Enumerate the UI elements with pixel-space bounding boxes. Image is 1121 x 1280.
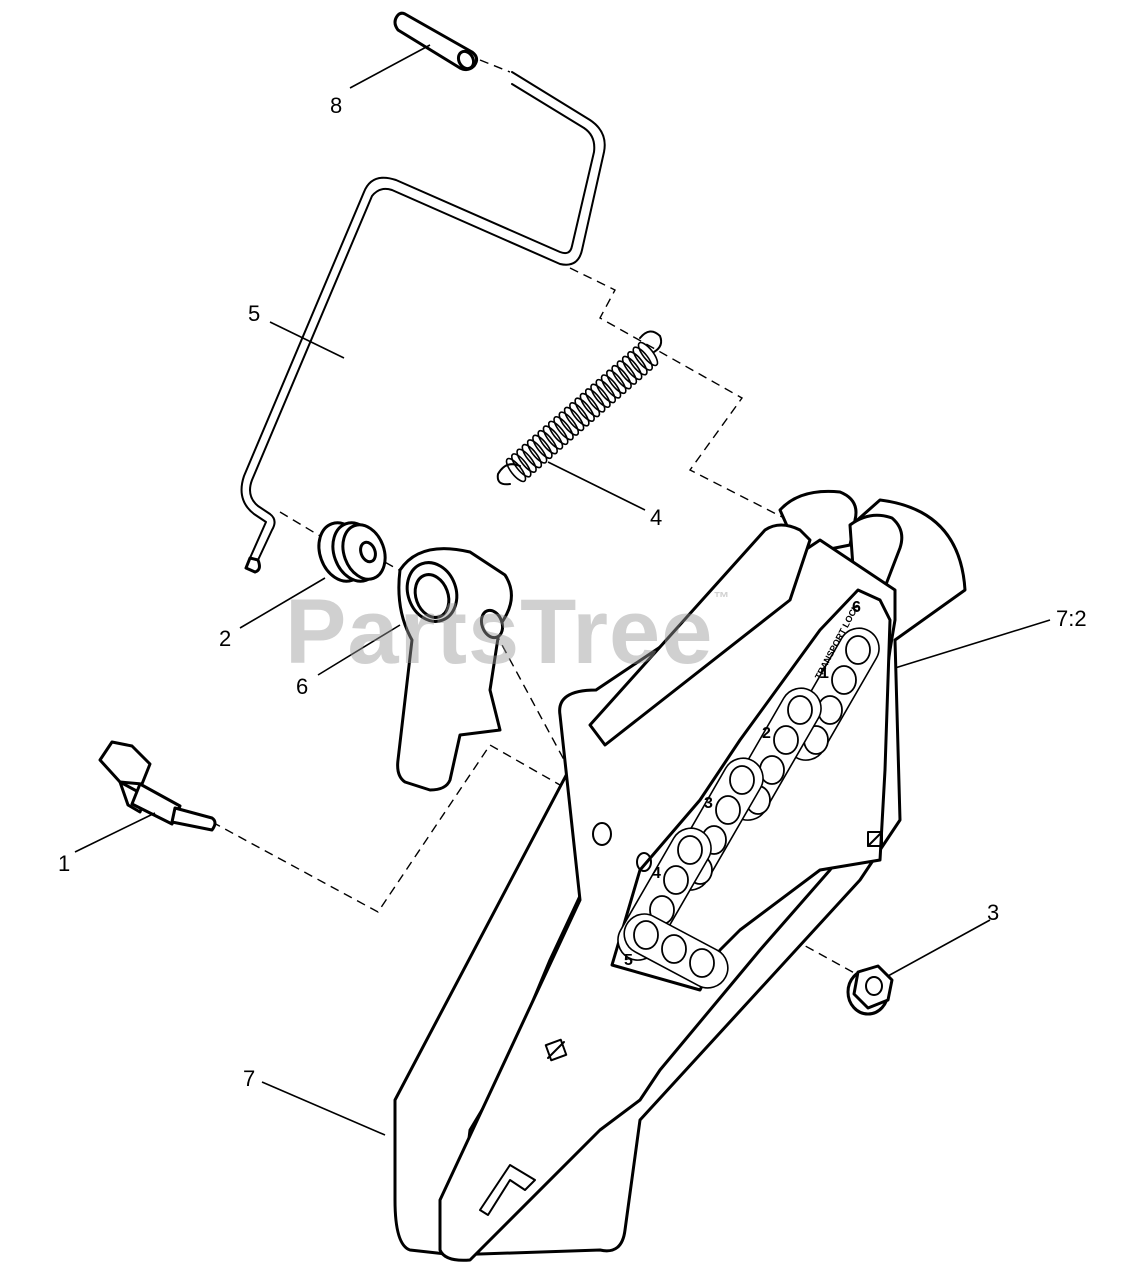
callout-3: 3 bbox=[987, 900, 1000, 925]
spring-coil bbox=[584, 388, 606, 413]
hole-group-number: 2 bbox=[762, 725, 771, 742]
callout-8: 8 bbox=[330, 93, 343, 118]
grip-sleeve-part-8 bbox=[393, 11, 479, 72]
spring-coil bbox=[553, 415, 574, 441]
hole-group-number: 5 bbox=[624, 952, 633, 969]
spring-coil bbox=[606, 369, 627, 395]
spring-coil bbox=[516, 448, 537, 473]
spring-coil bbox=[616, 360, 638, 385]
spring-coil bbox=[547, 420, 569, 446]
hole-group-number: 6 bbox=[852, 599, 861, 616]
adjustment-hole bbox=[773, 725, 799, 755]
spring-coil bbox=[611, 364, 632, 390]
leader-lines bbox=[74, 44, 1051, 1136]
spring-coil bbox=[526, 439, 548, 464]
adjustment-hole bbox=[715, 795, 741, 825]
pivot-lever-part-6 bbox=[396, 547, 513, 792]
spring-part-4 bbox=[496, 330, 663, 486]
hole-group-number: 4 bbox=[652, 865, 661, 882]
spring-coil bbox=[600, 374, 622, 399]
adjustment-hole bbox=[845, 635, 871, 665]
spring-coil bbox=[579, 392, 601, 418]
callout-6: 6 bbox=[296, 674, 309, 699]
adjustment-hole bbox=[831, 665, 857, 695]
handle-rod-part-5 bbox=[240, 71, 606, 574]
flange-nut-part-3 bbox=[846, 964, 894, 1016]
adjustment-hole bbox=[729, 765, 755, 795]
callout-7: 7 bbox=[243, 1066, 256, 1091]
watermark: PartsTree™ bbox=[285, 581, 731, 683]
callout-5: 5 bbox=[248, 301, 261, 326]
adjustment-hole bbox=[689, 948, 715, 978]
spring-coil bbox=[590, 383, 611, 409]
spring-coil bbox=[532, 434, 553, 460]
spring-coil bbox=[521, 443, 543, 469]
bushing-part-2 bbox=[317, 521, 387, 583]
spring-coil bbox=[542, 425, 564, 450]
spring-coil bbox=[505, 457, 527, 483]
spring-coil bbox=[537, 429, 558, 455]
spring-coil bbox=[558, 411, 580, 436]
callout-7-2: 7:2 bbox=[1056, 606, 1087, 631]
spring-coil bbox=[627, 351, 648, 376]
adjustment-hole bbox=[661, 934, 687, 964]
adjustment-hole bbox=[633, 920, 659, 950]
spring-coil bbox=[574, 397, 595, 422]
adjustment-hole bbox=[663, 865, 689, 895]
spring-coil bbox=[637, 341, 659, 367]
callout-4: 4 bbox=[650, 505, 663, 530]
spring-coil bbox=[632, 346, 653, 371]
hole-group-number: 3 bbox=[704, 795, 713, 812]
shoulder-bolt-part-1 bbox=[98, 740, 217, 832]
callout-2: 2 bbox=[219, 626, 232, 651]
adjustment-hole bbox=[787, 695, 813, 725]
adjustment-hole bbox=[677, 835, 703, 865]
callout-1: 1 bbox=[58, 851, 71, 876]
spring-coil bbox=[621, 355, 643, 381]
spring-coil bbox=[595, 378, 617, 404]
spring-coil bbox=[511, 453, 532, 478]
hole-group-number: 1 bbox=[820, 665, 829, 682]
spring-coil bbox=[563, 406, 585, 432]
spring-coil bbox=[569, 402, 590, 427]
